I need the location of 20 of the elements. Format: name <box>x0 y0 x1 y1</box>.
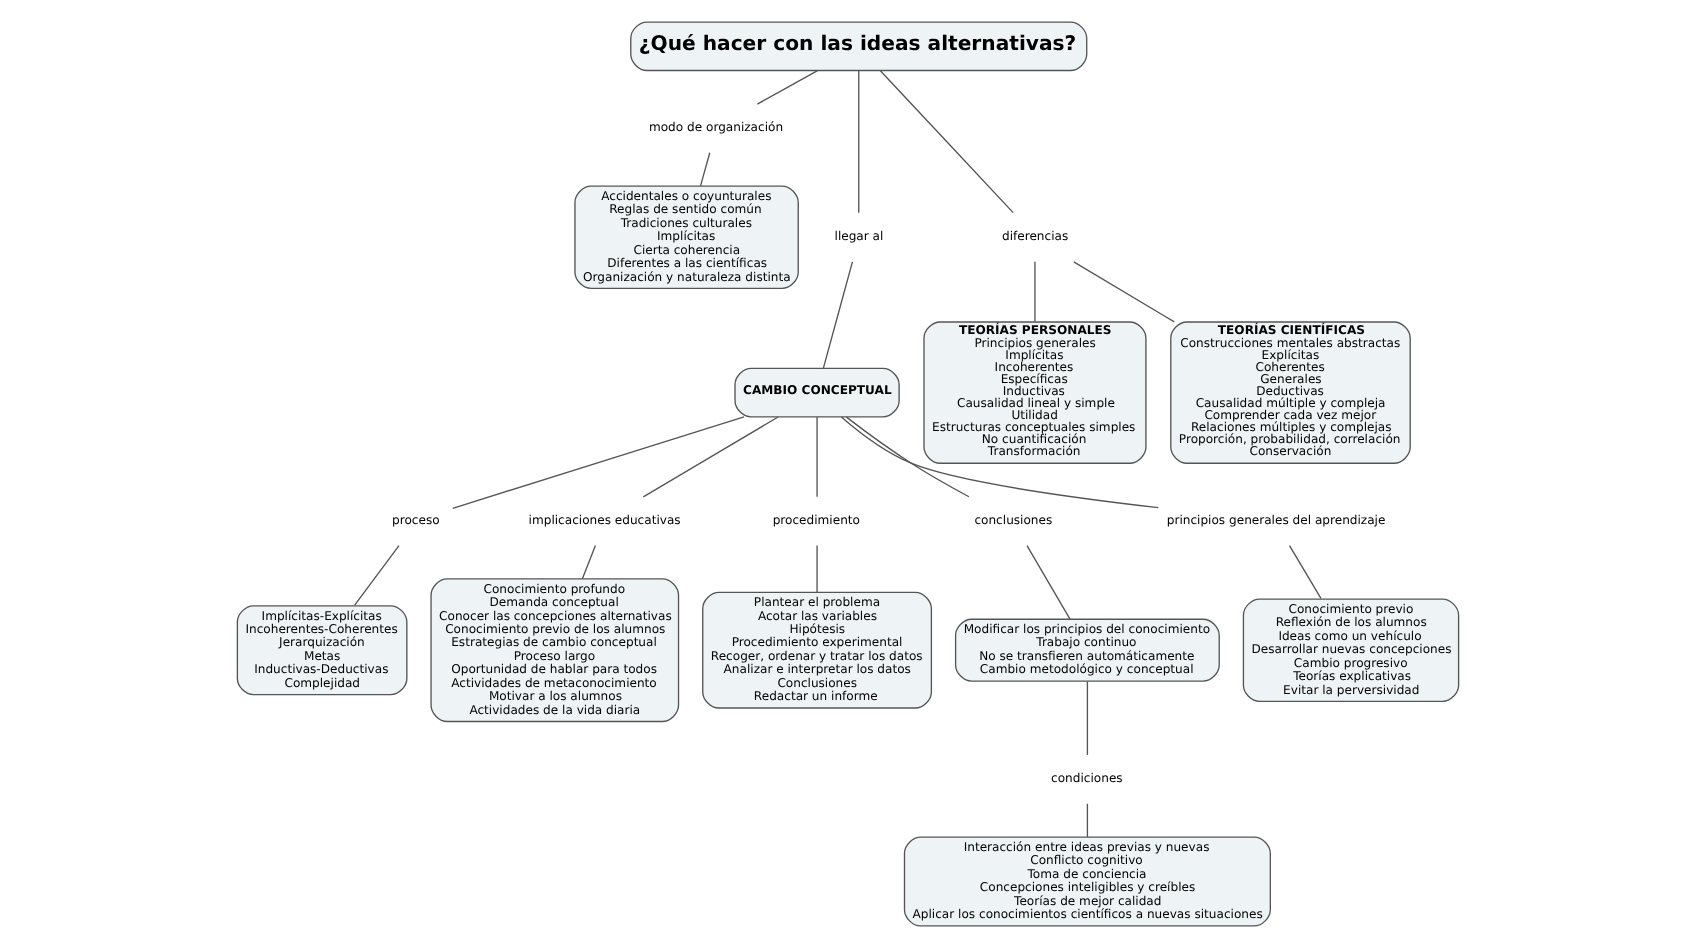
connector <box>452 416 745 509</box>
connector <box>353 544 400 606</box>
connector <box>642 416 779 498</box>
connector <box>1026 544 1071 620</box>
connector <box>816 544 818 593</box>
connector <box>699 152 711 187</box>
connector <box>845 416 970 498</box>
connector <box>1086 803 1089 838</box>
node-box: ¿Qué hacer con las ideas alternativas? <box>630 21 1088 72</box>
connector <box>1086 680 1089 756</box>
connector <box>879 70 1014 214</box>
connector <box>581 544 597 580</box>
connector <box>1073 261 1175 323</box>
connector <box>822 261 854 370</box>
connector <box>1288 544 1322 600</box>
connector <box>1034 261 1036 323</box>
connector <box>756 69 819 105</box>
connector <box>816 416 818 498</box>
connector <box>858 70 860 214</box>
connector <box>840 416 1159 509</box>
